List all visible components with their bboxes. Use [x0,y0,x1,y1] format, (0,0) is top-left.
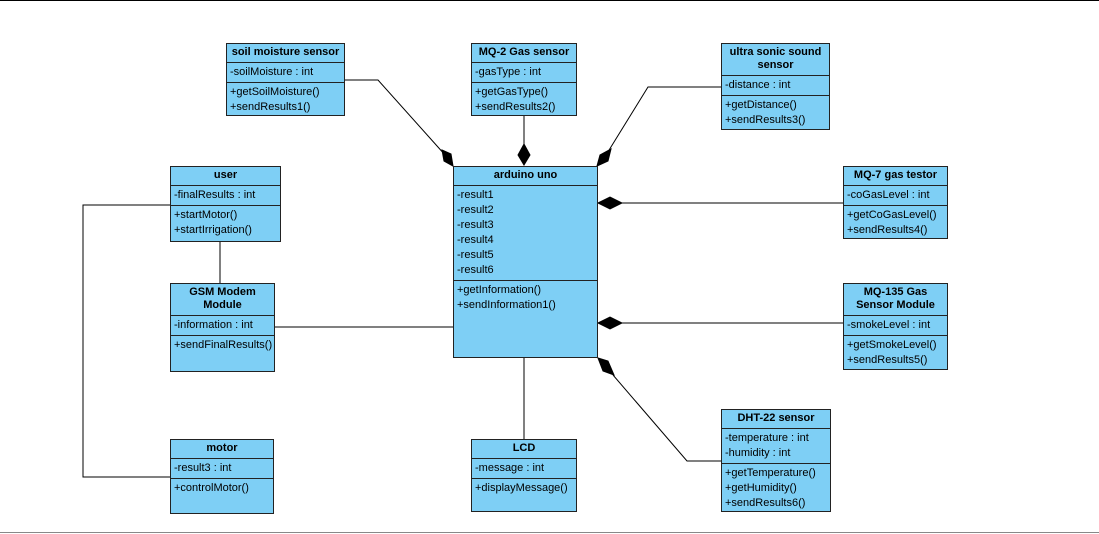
class-name: motor [171,440,273,459]
class-name: user [171,167,280,186]
class-soil-moisture-sensor[interactable]: soil moisture sensor -soilMoisture : int +… [226,43,345,116]
attribute-result3: -result3 [457,219,494,231]
class-dht22-sensor[interactable]: DHT-22 sensor -temperature : int -humidity… [721,409,831,512]
diamond-ultra [596,148,612,167]
class-motor[interactable]: motor -result3 : int +controlMotor() [170,439,274,514]
operation-sendresults6: +sendResults6() [725,497,806,509]
diamond-mq2 [517,142,531,166]
class-lcd[interactable]: LCD -message : int +displayMessage() [471,439,577,512]
attribute-information-int: -information : int [174,319,253,331]
operations-section: +getSoilMoisture() +sendResults1() [227,83,344,117]
class-gsm-modem-module[interactable]: GSM Modem Module -information : int +sendF… [170,283,275,372]
diamond-mq7 [596,196,624,210]
operation-startmotor: +startMotor() [174,209,238,221]
attributes-section: -temperature : int -humidity : int [722,429,830,464]
frame-top-border [0,0,1099,1]
attribute-gastype-int: -gasType : int [475,66,542,78]
attribute-finalresults-int: -finalResults : int [174,189,256,201]
frame-bottom-border [0,532,1099,533]
connector-soil-arduino [345,79,447,157]
operation-gethumidity: +getHumidity() [725,482,797,494]
attributes-section: -gasType : int [472,63,576,83]
operations-section: +sendFinalResults() [171,336,274,355]
diamond-soil [441,149,454,167]
attribute-cogaslevel-int: -coGasLevel : int [847,189,930,201]
class-user[interactable]: user-finalResults : int+startMotor()+sta… [170,166,281,242]
operations-section: +getGasType() +sendResults2() [472,83,576,117]
attribute-temperature-int: -temperature : int [725,432,809,444]
class-mq135-gas-sensor-module[interactable]: MQ-135 Gas Sensor Module -smokeLevel : in… [843,283,948,370]
attributes-section: -soilMoisture : int [227,63,344,83]
class-mq2-gas-sensor[interactable]: MQ-2 Gas sensor -gasType : int +getGasType… [471,43,577,116]
attributes-section: -message : int [472,459,576,479]
connector-dht-arduino [612,374,721,462]
connector-ultra-arduino [605,86,721,156]
operation-getcogaslevel: +getCoGasLevel() [847,209,937,221]
operation-startirrigation: +startIrrigation() [174,224,252,236]
class-name: arduino uno [454,167,597,186]
operations-section: +displayMessage() [472,479,576,498]
operation-getsmokelevel: +getSmokeLevel() [847,339,937,351]
operations-section: +getSmokeLevel() +sendResults5() [844,336,947,370]
diamond-mq135 [596,316,624,330]
operations-section: +controlMotor() [171,479,273,498]
class-name: MQ-7 gas testor [844,167,947,186]
operation-sendfinalresults: +sendFinalResults() [174,339,273,351]
class-mq7-gas-testor[interactable]: MQ-7 gas testor -coGasLevel : int +getCoGa… [843,166,948,239]
operation-sendresults5: +sendResults5() [847,354,928,366]
operation-getdistance: +getDistance() [725,99,797,111]
attributes-section: -smokeLevel : int [844,316,947,336]
operation-sendresults2: +sendResults2() [475,101,556,113]
class-arduino-uno[interactable]: arduino uno-result1-result2-result3-resu… [453,166,598,358]
operation-displaymessage: +displayMessage() [475,482,568,494]
class-name: ultra sonic sound sensor [722,44,829,76]
operations-section: +getDistance() +sendResults3() [722,96,829,130]
attribute-message-int: -message : int [475,462,545,474]
attribute-humidity-int: -humidity : int [725,447,791,459]
operation-getgastype: +getGasType() [475,86,549,98]
operations-section: +getInformation() +sendInformation1() [454,281,597,315]
connector-user-motor [82,204,170,478]
class-name: MQ-2 Gas sensor [472,44,576,63]
attribute-result1: -result1 [457,189,494,201]
operation-sendinformation1: +sendInformation1() [457,299,556,311]
operations-section: +startMotor() +startIrrigation() [171,206,280,240]
class-ultra-sonic-sound-sensor[interactable]: ultra sonic sound sensor -distance : int +… [721,43,830,130]
class-name: GSM Modem Module [171,284,274,316]
attributes-section: -information : int [171,316,274,336]
attributes-section: -finalResults : int [171,186,280,206]
class-name: MQ-135 Gas Sensor Module [844,284,947,316]
attribute-result4: -result4 [457,234,494,246]
attributes-section: -coGasLevel : int [844,186,947,206]
attribute-smokelevel-int: -smokeLevel : int [847,319,931,331]
operation-controlmotor: +controlMotor() [174,482,249,494]
attribute-result6: -result6 [457,264,494,276]
attribute-result3-int: -result3 : int [174,462,232,474]
operations-section: +getCoGasLevel() +sendResults4() [844,206,947,240]
operation-sendresults4: +sendResults4() [847,224,928,236]
attribute-result2: -result2 [457,204,494,216]
operation-gettemperature: +getTemperature() [725,467,816,479]
operation-getsoilmoisture: +getSoilMoisture() [230,86,320,98]
operations-section: +getTemperature() +getHumidity() +sendResu… [722,464,830,513]
operation-getinformation: +getInformation() [457,284,542,296]
class-name: LCD [472,440,576,459]
attributes-section: -distance : int [722,76,829,96]
attributes-section: -result3 : int [171,459,273,479]
attribute-result5: -result5 [457,249,494,261]
operation-sendresults1: +sendResults1() [230,101,311,113]
diamond-dht [597,357,615,376]
class-name: soil moisture sensor [227,44,344,63]
attributes-section: -result1 -result2 -result3 -result4 -result5… [454,186,597,281]
attribute-distance-int: -distance : int [725,79,791,91]
attribute-soilmoisture-int: -soilMoisture : int [230,66,314,78]
operation-sendresults3: +sendResults3() [725,114,806,126]
class-name: DHT-22 sensor [722,410,830,429]
